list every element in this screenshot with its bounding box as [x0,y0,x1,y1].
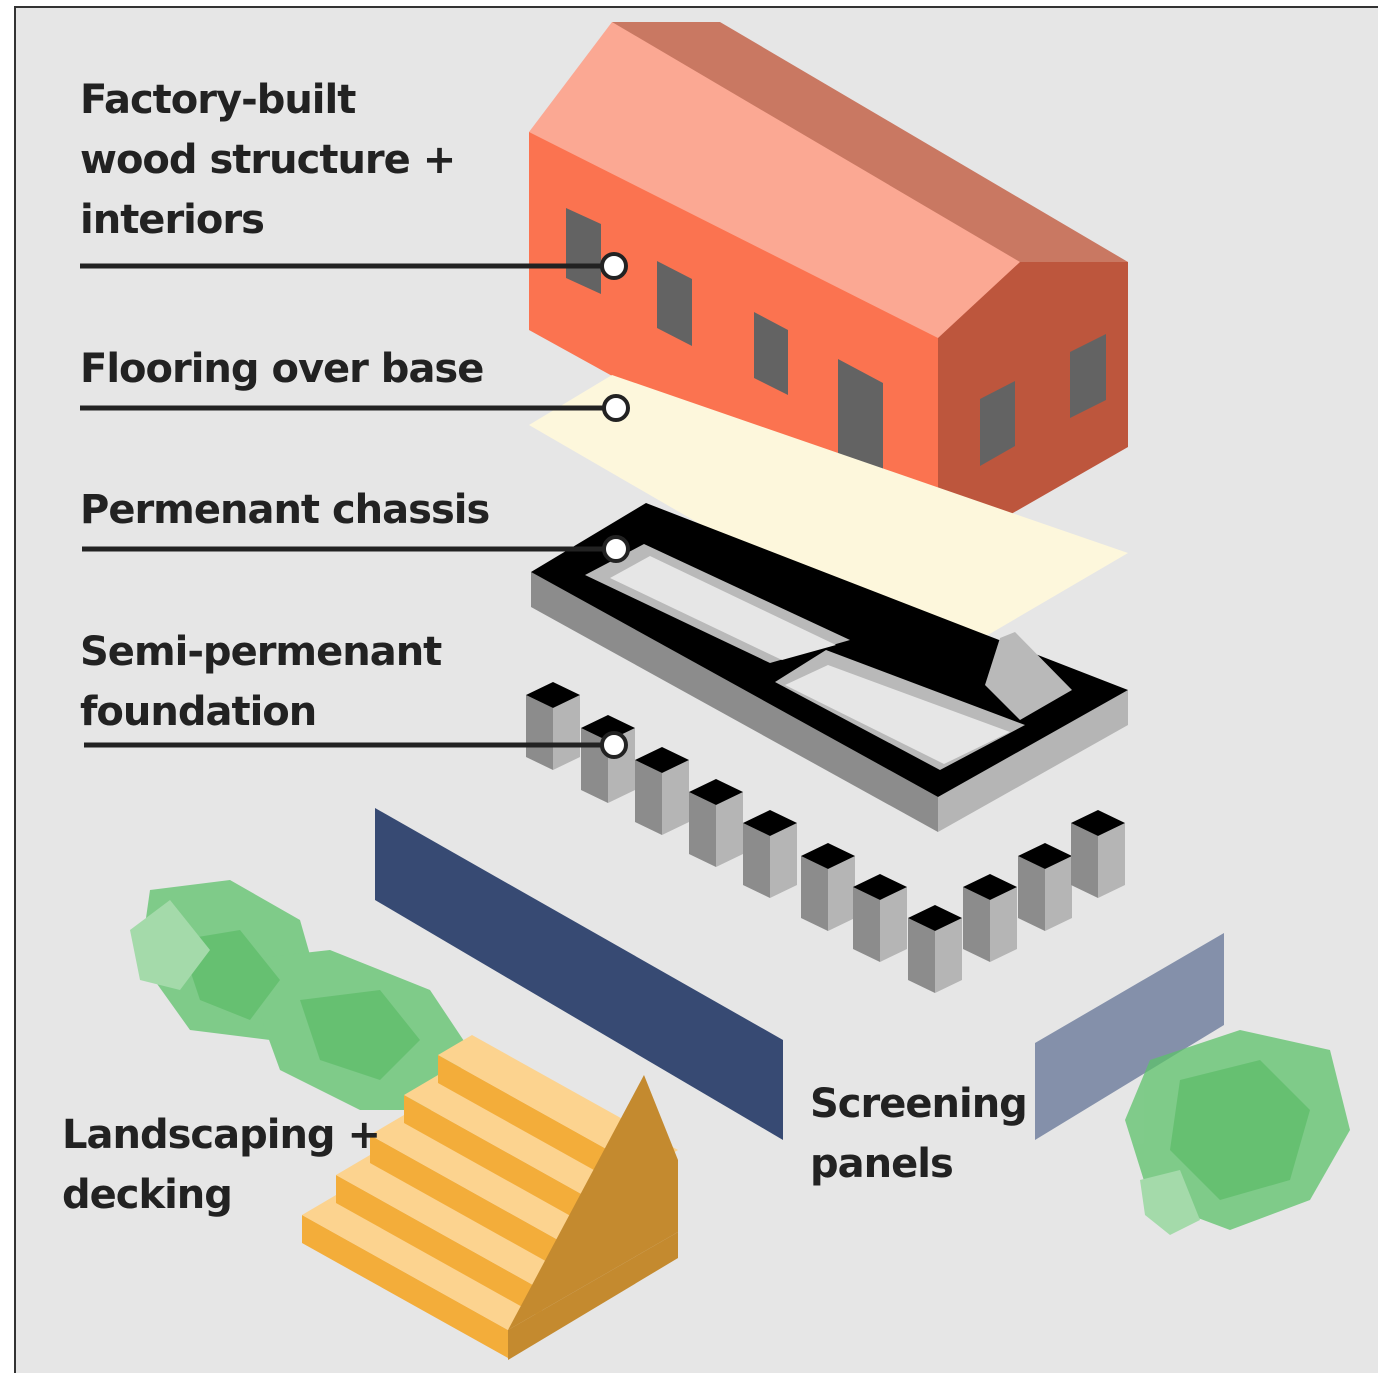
label-foundation: Semi-permenant foundation [80,629,454,735]
foliage-right [1125,1030,1350,1235]
chassis-frame [531,503,1128,832]
deck-side [508,1232,678,1360]
foundation-pier [635,747,689,835]
foundation-pier [908,905,962,993]
foliage-left [130,880,470,1110]
label-landscaping: Landscaping + decking [62,1112,393,1218]
label-flooring: Flooring over base [80,346,483,392]
label-chassis: Permenant chassis [80,487,489,533]
foundation-piers [526,682,1125,993]
screening-panel-light [1035,933,1224,1140]
label-structure: Factory-built wood structure + interiors [80,77,468,243]
foundation-pier [581,715,635,803]
deck-step [404,1075,644,1238]
deck-step [302,1195,542,1358]
deck-step [336,1155,576,1318]
house-illustration [529,22,1128,556]
screening-panel-dark [375,808,783,1140]
deck-riser-side [508,1075,678,1330]
foundation-pier [963,874,1017,962]
foundation-pier [689,779,743,867]
deck-stairs [302,1035,678,1360]
foundation-pier [526,682,580,770]
foundation-pier [1018,843,1072,931]
label-screening: Screening panels [810,1081,1040,1187]
flooring-layer [529,375,1128,663]
foundation-pier [1071,810,1125,898]
leader-lines [80,252,630,759]
deck-step [370,1115,610,1278]
foundation-pier [853,874,907,962]
foundation-pier [743,810,797,898]
foundation-pier [801,843,855,931]
